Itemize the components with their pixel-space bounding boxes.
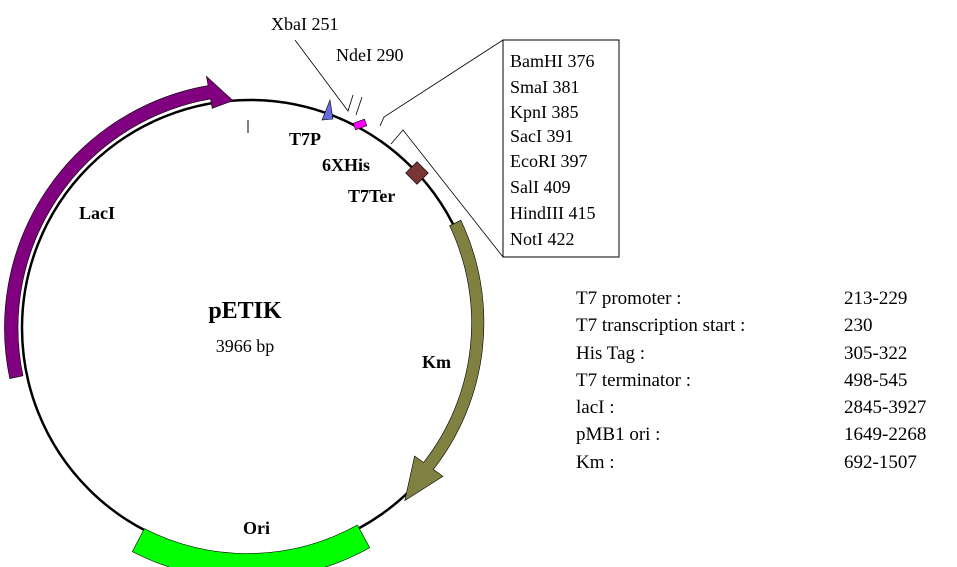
feature-range: 230 xyxy=(844,315,873,337)
t7ter-marker xyxy=(405,161,429,185)
feature-table: T7 promoter : 213-229 T7 transcription s… xyxy=(576,285,926,476)
mcs-leader-bottom xyxy=(390,129,504,258)
his-tag-marker xyxy=(352,118,368,131)
feature-range: 213-229 xyxy=(844,288,908,309)
xbai-leader xyxy=(294,39,354,112)
ndei-leader xyxy=(355,96,363,116)
xbai-label: XbaI 251 xyxy=(271,14,338,34)
mcs-leader-top xyxy=(379,39,504,127)
feature-name: His Tag : xyxy=(576,342,646,364)
feature-name: lacI : xyxy=(576,397,615,419)
table-row: pMB1 ori : 1649-2268 xyxy=(576,421,926,448)
t7p-marker xyxy=(321,98,334,121)
feature-name: pMB1 ori : xyxy=(576,424,661,446)
mcs-site: EcoRI 397 xyxy=(510,151,587,171)
feature-name: T7 transcription start : xyxy=(576,315,746,337)
table-row: Km : 692-1507 xyxy=(576,449,926,476)
mcs-site: NotI 422 xyxy=(510,229,575,249)
mcs-site: SalI 409 xyxy=(510,177,571,197)
plasmid-name: pETIK xyxy=(208,298,282,324)
laci-arrow xyxy=(4,75,234,379)
ori-block xyxy=(131,524,371,567)
feature-range: 1649-2268 xyxy=(844,424,927,446)
mcs-box xyxy=(502,39,620,258)
plasmid-size: 3966 bp xyxy=(216,336,275,356)
mcs-site: HindIII 415 xyxy=(510,203,595,223)
table-row: T7 promoter : 213-229 xyxy=(576,285,926,312)
km-label: Km xyxy=(422,352,451,372)
t7ter-label: T7Ter xyxy=(348,186,395,206)
feature-name: Km : xyxy=(576,451,615,473)
table-row: lacI : 2845-3927 xyxy=(576,394,926,421)
feature-name: T7 promoter : xyxy=(576,288,682,309)
ndei-label: NdeI 290 xyxy=(336,45,403,65)
mcs-site: SmaI 381 xyxy=(510,77,580,97)
mcs-site: BamHI 376 xyxy=(510,51,595,71)
table-row: T7 transcription start : 230 xyxy=(576,312,926,339)
his-tag-label: 6XHis xyxy=(322,155,370,175)
laci-label: LacI xyxy=(79,203,115,223)
feature-range: 2845-3927 xyxy=(844,397,927,419)
mcs-site: SacI 391 xyxy=(510,126,573,146)
feature-range: 498-545 xyxy=(844,369,908,391)
table-row: T7 terminator : 498-545 xyxy=(576,367,926,394)
ori-label: Ori xyxy=(243,518,270,538)
t7p-label: T7P xyxy=(289,129,321,149)
feature-range: 305-322 xyxy=(844,342,908,364)
feature-range: 692-1507 xyxy=(844,451,917,473)
mcs-site-list: BamHI 376 SmaI 381 KpnI 385 SacI 391 Eco… xyxy=(510,51,595,249)
table-row: His Tag : 305-322 xyxy=(576,340,926,367)
km-arrow xyxy=(404,219,485,502)
mcs-site: KpnI 385 xyxy=(510,102,579,122)
feature-name: T7 terminator : xyxy=(576,369,692,391)
